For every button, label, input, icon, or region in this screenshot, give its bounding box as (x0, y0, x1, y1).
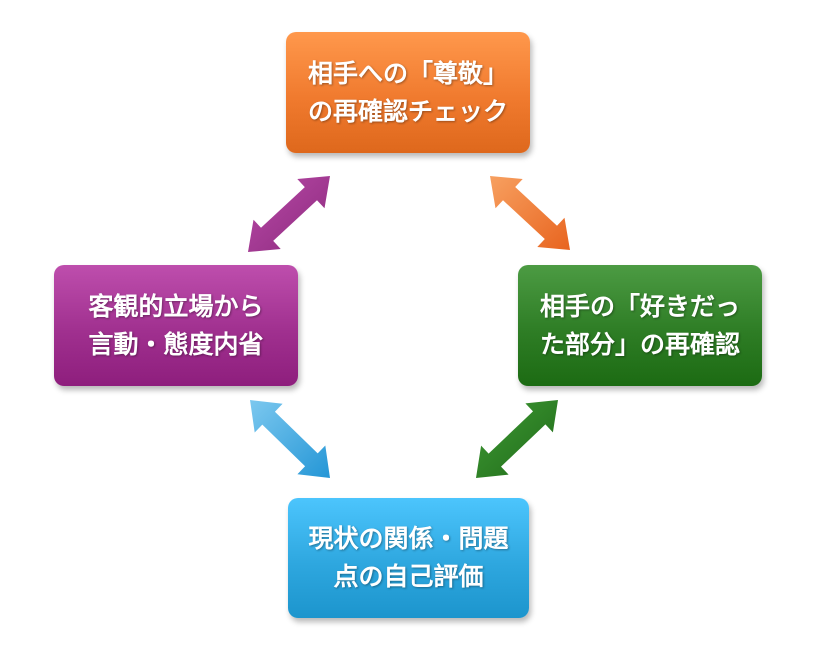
node-line: 相手への「尊敬」 (307, 58, 508, 88)
node-self-evaluation: 現状の関係・問題 点の自己評価 (288, 498, 529, 618)
node-line: 点の自己評価 (333, 562, 484, 591)
arrow-right-bottom-icon (476, 400, 558, 478)
arrow-left-top-icon (248, 176, 330, 252)
node-objective-reflection: 客観的立場から 言動・態度内省 (54, 265, 298, 386)
arrow-bottom-left-icon (250, 400, 330, 478)
node-line: 現状の関係・問題 (308, 524, 509, 553)
node-line: 相手の「好きだっ (539, 291, 740, 321)
node-line: 客観的立場から (88, 291, 264, 321)
node-line: 言動・態度内省 (88, 329, 264, 359)
node-line: た部分」の再確認 (539, 329, 740, 359)
node-respect-recheck: 相手への「尊敬」 の再確認チェック (286, 32, 530, 153)
node-liked-parts-recheck: 相手の「好きだっ た部分」の再確認 (518, 265, 762, 386)
node-line: の再確認チェック (307, 96, 508, 126)
arrow-top-right-icon (490, 176, 570, 250)
